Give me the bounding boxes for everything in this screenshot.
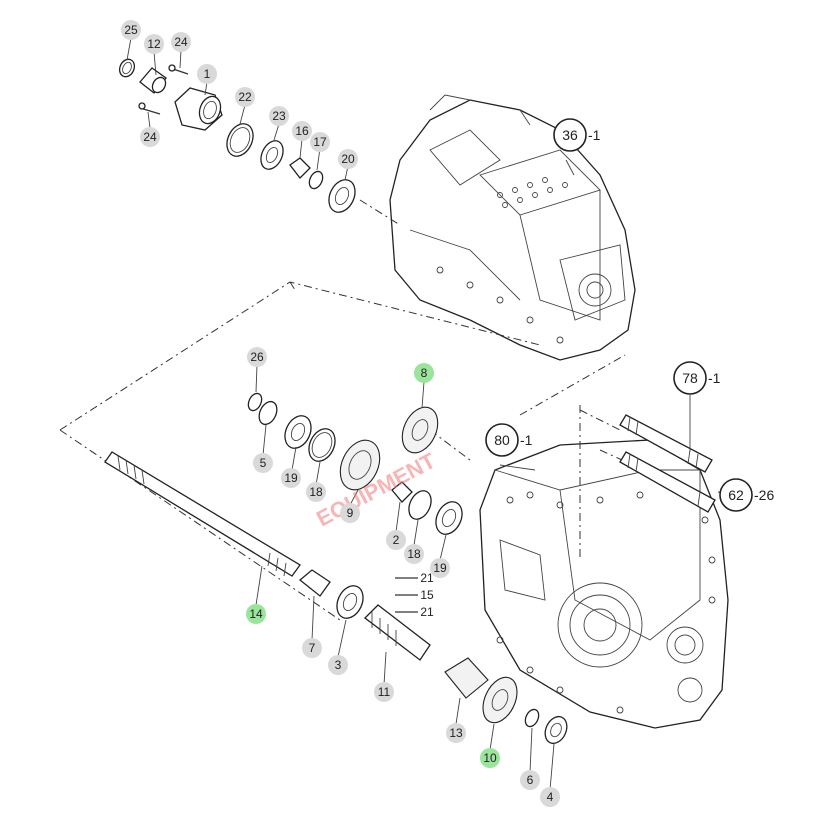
svg-text:1: 1 — [204, 67, 211, 81]
assembly-boundary — [59, 281, 626, 621]
svg-text:24: 24 — [174, 35, 188, 49]
reference-62[interactable]: 62 -26 — [719, 478, 774, 512]
callout[interactable]: 6 — [520, 770, 540, 790]
svg-text:9: 9 — [347, 506, 354, 520]
callout[interactable]: 24 — [171, 32, 191, 52]
svg-text:-26: -26 — [754, 487, 774, 503]
callout[interactable]: 19 — [430, 558, 450, 578]
callout[interactable]: 9 — [340, 503, 360, 523]
callout[interactable]: 18 — [306, 482, 326, 502]
svg-text:19: 19 — [284, 471, 298, 485]
lower-housing — [479, 439, 729, 729]
callout[interactable]: 26 — [247, 347, 267, 367]
svg-text:14: 14 — [249, 607, 263, 621]
leader-lines — [126, 37, 736, 791]
svg-text:6: 6 — [527, 773, 534, 787]
middle-parts — [247, 392, 463, 535]
callout[interactable]: 4 — [540, 787, 560, 807]
svg-text:26: 26 — [250, 350, 264, 364]
callout[interactable]: 25 — [121, 20, 141, 40]
callout[interactable]: 17 — [310, 132, 330, 152]
callout[interactable]: 13 — [446, 723, 466, 743]
callout[interactable]: 5 — [253, 453, 273, 473]
callout[interactable]: 19 — [281, 468, 301, 488]
svg-text:7: 7 — [309, 641, 316, 655]
svg-text:16: 16 — [295, 124, 309, 138]
callout[interactable]: 11 — [374, 682, 394, 702]
callout[interactable]: 24 — [140, 127, 160, 147]
svg-text:23: 23 — [272, 109, 286, 123]
svg-text:8: 8 — [421, 366, 428, 380]
svg-text:10: 10 — [483, 751, 497, 765]
pin-labels: 21 15 21 — [420, 571, 434, 619]
svg-text:19: 19 — [433, 561, 447, 575]
upper-housing — [389, 94, 636, 361]
upper-parts — [118, 58, 356, 213]
callout[interactable]: 1 — [197, 64, 217, 84]
pin-label[interactable]: 15 — [420, 588, 434, 602]
svg-text:13: 13 — [449, 726, 463, 740]
callout[interactable]: 22 — [235, 87, 255, 107]
callout[interactable]: 10 — [480, 748, 500, 768]
references: 36 -1 78 -1 80 -1 62 -26 — [485, 118, 774, 512]
svg-text:80: 80 — [494, 432, 510, 448]
pto-shafts — [619, 414, 716, 513]
svg-text:25: 25 — [124, 23, 138, 37]
svg-text:12: 12 — [147, 37, 161, 51]
reference-36[interactable]: 36 -1 — [553, 118, 601, 152]
callout[interactable]: 8 — [414, 363, 434, 383]
svg-text:20: 20 — [341, 152, 355, 166]
main-shaft — [104, 451, 568, 745]
svg-text:62: 62 — [728, 487, 744, 503]
callout[interactable]: 18 — [404, 544, 424, 564]
pin-label[interactable]: 21 — [420, 605, 434, 619]
svg-text:78: 78 — [682, 370, 698, 386]
axis-line-upper — [359, 199, 401, 226]
reference-80[interactable]: 80 -1 — [485, 423, 533, 457]
svg-text:24: 24 — [143, 130, 157, 144]
callout[interactable]: 7 — [302, 638, 322, 658]
svg-text:11: 11 — [378, 685, 391, 699]
reference-78[interactable]: 78 -1 — [673, 361, 721, 395]
svg-text:-1: -1 — [520, 432, 533, 448]
pin-label[interactable]: 21 — [420, 571, 434, 585]
svg-text:5: 5 — [260, 456, 267, 470]
callout[interactable]: 3 — [328, 655, 348, 675]
svg-text:18: 18 — [407, 547, 421, 561]
svg-text:36: 36 — [562, 127, 578, 143]
callout[interactable]: 2 — [386, 530, 406, 550]
svg-text:2: 2 — [393, 533, 400, 547]
callout[interactable]: 20 — [338, 149, 358, 169]
svg-text:18: 18 — [309, 485, 323, 499]
callout[interactable]: 14 — [246, 604, 266, 624]
svg-text:-1: -1 — [708, 370, 721, 386]
svg-text:4: 4 — [547, 790, 554, 804]
svg-text:22: 22 — [238, 90, 252, 104]
svg-text:-1: -1 — [588, 127, 601, 143]
svg-text:17: 17 — [313, 135, 327, 149]
callout[interactable]: 12 — [144, 34, 164, 54]
callouts: 25 12 24 1 24 22 23 16 17 20 26 5 19 18 … — [121, 20, 560, 807]
callout[interactable]: 23 — [269, 106, 289, 126]
callout[interactable]: 16 — [292, 121, 312, 141]
svg-text:3: 3 — [335, 658, 342, 672]
